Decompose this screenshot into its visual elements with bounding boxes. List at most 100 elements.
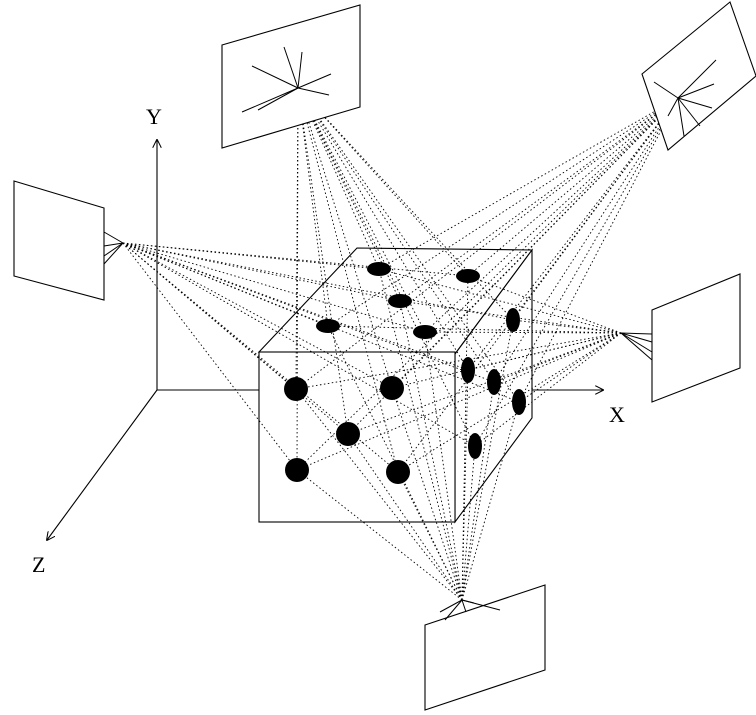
cameras (13, 1, 756, 711)
camera-right-spoke (620, 332, 653, 343)
projection-ray (512, 97, 679, 321)
projection-ray (327, 325, 622, 334)
cube-dot-top (413, 325, 437, 339)
projection-ray (399, 300, 622, 334)
camera-right-spoke (620, 332, 653, 361)
projection-ray (424, 97, 679, 333)
cube-dot-front (386, 460, 410, 484)
camera-bottom-image-plane (424, 584, 546, 711)
projection-ray (297, 87, 469, 371)
projection-ray (122, 242, 349, 435)
camera-top-image-plane (221, 4, 361, 149)
projection-ray (399, 300, 463, 601)
cube-dots (284, 262, 526, 484)
projection-ray (397, 97, 679, 473)
cube-dot-right (512, 389, 526, 415)
projection-ray (493, 97, 679, 383)
projection-ray (467, 97, 679, 277)
camera-left (13, 180, 124, 301)
projection-ray (424, 331, 622, 334)
cube-dot-right (461, 357, 475, 383)
x-axis-label: X (609, 402, 625, 427)
projection-ray (297, 87, 476, 447)
projection-ray (378, 97, 679, 270)
projection-ray (295, 97, 679, 390)
camera-top-right-spoke (667, 97, 679, 117)
projection-ray (327, 97, 679, 327)
projection-ray (399, 97, 679, 302)
cube-dot-right (487, 369, 501, 395)
projection-ray (122, 242, 380, 270)
camera-bottom-spoke (461, 599, 501, 611)
cube-dot-top (456, 269, 480, 283)
camera-right (620, 273, 741, 403)
projection-ray (297, 87, 393, 389)
camera-top-spoke (251, 65, 299, 89)
cube-dot-front (336, 422, 360, 446)
z-axis-label: Z (32, 552, 45, 577)
projection-ray (467, 97, 679, 371)
camera-top-right-spoke (677, 97, 685, 137)
projection-ray (474, 332, 622, 447)
camera-top-right-spoke (677, 97, 701, 127)
projection-ray (122, 242, 393, 389)
projection-ray (347, 332, 622, 435)
projection-ray (347, 433, 463, 601)
camera-right-image-plane (651, 273, 741, 403)
projection-ray (296, 332, 622, 471)
cube-dot-right (506, 308, 520, 332)
projection-ray (295, 388, 463, 601)
camera-bottom-spoke (444, 599, 463, 621)
camera-left-spoke (103, 242, 124, 247)
camera-top-right-image-plane (641, 1, 756, 151)
cube-dot-top (367, 262, 391, 276)
projection-ray (461, 319, 514, 601)
projection-ray (391, 387, 463, 601)
camera-right-spoke (620, 332, 653, 353)
camera-bottom-spoke (439, 599, 463, 613)
camera-left-spoke (103, 242, 124, 257)
camera-right-spoke (620, 332, 653, 335)
camera-top-right-spoke (677, 97, 713, 109)
camera-top (221, 4, 361, 149)
camera-top-spoke (297, 73, 332, 89)
cube-dot-right (468, 433, 482, 459)
camera-top-right (641, 1, 756, 151)
projection-ray (378, 268, 463, 601)
projection-ray (378, 268, 622, 334)
projection-ray (461, 381, 495, 601)
projection-ray (296, 469, 463, 601)
camera-bottom (424, 584, 546, 711)
camera-top-spoke (241, 87, 299, 113)
cube-dot-front (380, 376, 404, 400)
camera-left-image-plane (13, 180, 105, 301)
camera-left-spoke (103, 231, 124, 244)
z-axis (47, 389, 158, 540)
projection-ray (474, 97, 679, 447)
projection-ray (518, 97, 679, 403)
projection-ray (122, 242, 469, 277)
projection-ray (461, 445, 476, 601)
projection-ray (122, 242, 426, 333)
projection-ray (493, 332, 622, 383)
camera-top-spoke (297, 87, 330, 96)
camera-top-spoke (297, 51, 303, 89)
projection-ray (296, 97, 679, 471)
camera-top-right-spoke (677, 59, 717, 99)
camera-top-right-spoke (677, 83, 715, 99)
camera-top-spoke (283, 46, 299, 89)
camera-top-spoke (257, 87, 299, 111)
projection-ray (297, 87, 495, 383)
cube-dot-front (285, 458, 309, 482)
camera-top-right-spoke (653, 81, 679, 99)
cube-dot-top (316, 319, 340, 333)
projection-ray (467, 275, 622, 334)
projection-ray (347, 97, 679, 435)
y-axis-label: Y (146, 104, 162, 129)
projection-ray (295, 332, 622, 390)
projection-ray (391, 332, 622, 389)
projection-ray (518, 332, 622, 403)
projection-ray (297, 87, 514, 321)
